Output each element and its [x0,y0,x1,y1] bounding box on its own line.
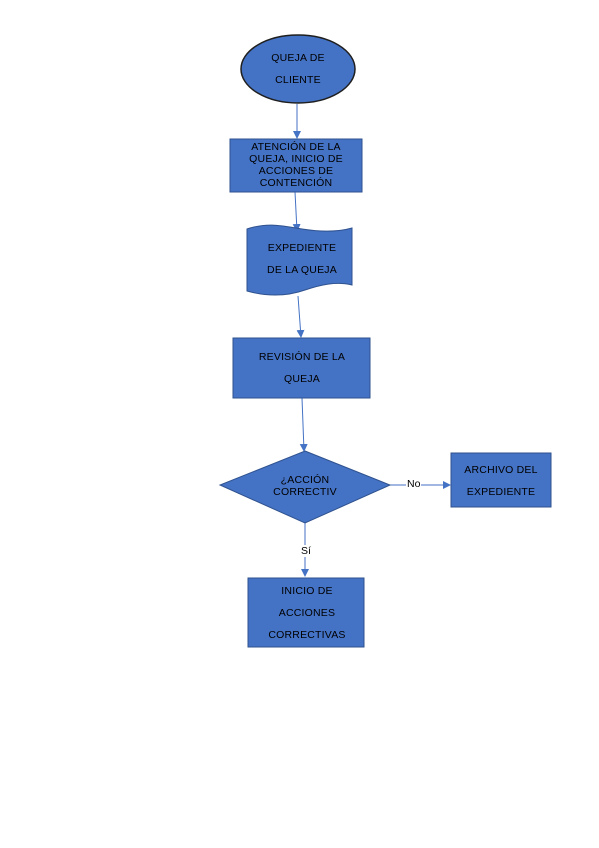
corrective-label-text: INICIO DE ACCIONES CORRECTIVAS [268,585,346,641]
attention-label-text: ATENCIÓN DE LA QUEJA, INICIO DE ACCIONES… [249,141,343,188]
record-label: EXPEDIENTE DE LA QUEJA [262,236,342,282]
review-label: REVISIÓN DE LA QUEJA [252,345,352,391]
start-label: QUEJA DE CLIENTE [262,47,334,91]
attention-label: ATENCIÓN DE LA QUEJA, INICIO DE ACCIONES… [244,141,348,188]
decision-diamond [218,450,392,524]
review-label-text: REVISIÓN DE LA QUEJA [258,351,346,385]
archive-label-text: ARCHIVO DEL EXPEDIENTE [464,464,538,498]
connector-review-to-decision [299,397,308,452]
corrective-process-box [247,577,365,648]
record-document-shape [246,224,353,296]
archive-label: ARCHIVO DEL EXPEDIENTE [458,458,544,504]
record-label-text: EXPEDIENTE DE LA QUEJA [267,242,337,276]
connector-attention-to-record [292,191,301,232]
decision-label-text: ¿ACCIÓN CORRECTIV [273,474,337,498]
branch-label-no: No [406,478,422,490]
connector-record-to-review [296,295,305,338]
start-label-text: QUEJA DE CLIENTE [271,52,325,86]
attention-process-box [229,138,363,193]
decision-label: ¿ACCIÓN CORRECTIV [272,472,338,500]
archive-process-box [450,452,552,508]
branch-label-yes: Sí [300,545,312,557]
corrective-label: INICIO DE ACCIONES CORRECTIVAS [262,580,352,646]
review-process-box [232,337,371,399]
start-ellipse [240,34,356,104]
